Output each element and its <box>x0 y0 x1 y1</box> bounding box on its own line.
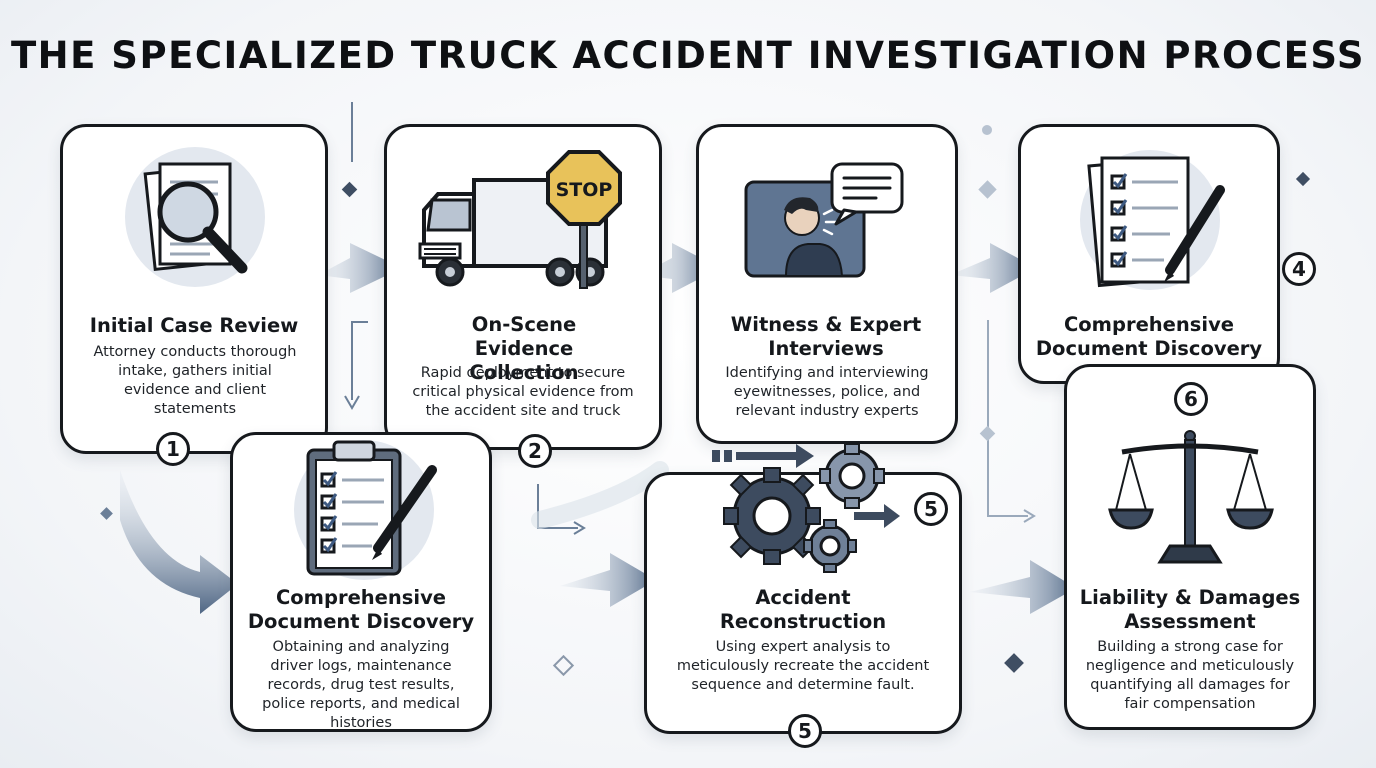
step-number-badge: 2 <box>518 434 552 468</box>
step-title: Comprehensive Document Discovery <box>1035 313 1263 360</box>
step-number-badge: 6 <box>1174 382 1208 416</box>
magnifier-document-icon <box>125 147 265 287</box>
scales-of-justice-icon <box>1108 430 1274 564</box>
step-description: Identifying and interviewing eyewitnesse… <box>725 365 929 419</box>
step-title: Initial Case Review <box>89 314 299 337</box>
gears-icon <box>712 443 900 573</box>
step-title: Liability & Damages Assessment <box>1079 586 1301 633</box>
arrow-1-to-2 <box>318 243 402 293</box>
step-description: Attorney conducts thorough intake, gathe… <box>93 344 297 417</box>
step-number-badge: 1 <box>156 432 190 466</box>
interview-speech-icon <box>744 162 904 278</box>
step-description: Rapid deployment to secure critical phys… <box>412 365 634 419</box>
stop-sign-text: STOP <box>556 179 613 201</box>
truck-stop-sign-icon: STOP <box>418 150 622 289</box>
arrow-2-to-3 <box>640 243 720 293</box>
step-number-badge: 5 <box>788 714 822 748</box>
arrow-doc-to-5 <box>560 553 656 607</box>
clipboard-pen-icon <box>294 440 437 580</box>
step-title: Witness & Expert Interviews <box>730 313 922 360</box>
step-number-badge: 5 <box>914 492 948 526</box>
step-number-badge: 4 <box>1282 252 1316 286</box>
arrow-3-to-4 <box>950 243 1036 293</box>
arrow-1-to-doc <box>120 470 238 614</box>
step-title: On-Scene Evidence Collection <box>469 313 579 384</box>
step-title: Comprehensive Document Discovery <box>247 586 475 633</box>
step-description: Building a strong case for negligence an… <box>1085 639 1295 712</box>
page-title: THE SPECIALIZED TRUCK ACCIDENT INVESTIGA… <box>10 34 1366 77</box>
arrow-5-to-6 <box>970 560 1076 614</box>
step-card-witness-interviews <box>696 124 958 444</box>
step-description: Using expert analysis to meticulously re… <box>676 639 930 693</box>
step-title: Accident Reconstruction <box>719 586 887 633</box>
step-description: Obtaining and analyzing driver logs, mai… <box>262 639 460 731</box>
checklist-pen-icon <box>1080 150 1225 290</box>
